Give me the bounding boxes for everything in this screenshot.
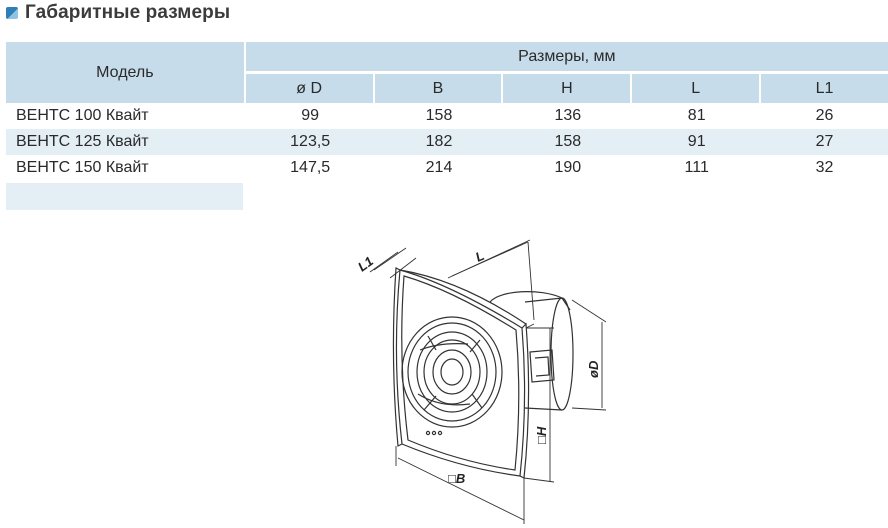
model-cell: ВЕНТС 100 Квайт [16,107,149,124]
value-cell-b: 158 [425,107,453,124]
value-cell-l1: 32 [815,159,834,176]
value-cell-h: 158 [503,129,633,155]
value-cell-l: 91 [632,129,762,155]
dimensions-group-header: Размеры, мм [245,42,888,75]
column-header-d: ø D [245,74,375,103]
value-cell-l: 111 [684,159,709,176]
section-bullet-icon [6,7,18,19]
label-l: L [473,248,486,265]
model-column-header: Модель [6,42,246,103]
model-cell: ВЕНТС 125 Квайт [6,129,246,155]
section-title: Габаритные размеры [6,2,230,24]
value-cell-b: 182 [374,129,504,155]
column-header-h: H [503,74,633,103]
label-h: □H [534,426,549,444]
column-header-l: L [632,74,762,103]
value-cell-l1: 26 [815,107,834,124]
value-cell-b: 214 [425,159,453,176]
label-b: □B [448,471,465,486]
column-header-b: B [374,74,504,103]
value-cell-l: 81 [687,107,706,124]
label-l1: L1 [355,253,376,274]
value-cell-d: 123,5 [245,129,375,155]
fan-front-panel [392,267,530,479]
dimensions-table: Модель Размеры, мм ø D B H L L1 ВЕНТС 10… [6,42,888,181]
table-row: ВЕНТС 125 Квайт 123,5 182 158 91 27 [6,129,888,155]
dimension-labels: L1 L øD □H □B [355,248,601,486]
column-header-l1: L1 [761,74,888,103]
dimension-lines [369,239,607,524]
label-d: øD [586,360,601,378]
value-cell-l1: 27 [761,129,888,155]
table-row: ВЕНТС 150 Квайт 147,5 214 190 111 32 [6,155,888,181]
fan-duct [489,291,574,411]
section-title-text: Габаритные размеры [25,2,231,23]
model-cell: ВЕНТС 150 Квайт [16,159,149,176]
fan-grille [401,316,503,436]
value-cell-d: 99 [301,107,320,124]
value-cell-h: 136 [554,107,582,124]
value-cell-h: 190 [554,159,582,176]
table-row-band [6,183,243,210]
value-cell-d: 147,5 [290,159,331,176]
fan-dimension-drawing: L1 L øD □H □B [355,239,607,524]
table-row: ВЕНТС 100 Квайт 99 158 136 81 26 [6,103,888,129]
